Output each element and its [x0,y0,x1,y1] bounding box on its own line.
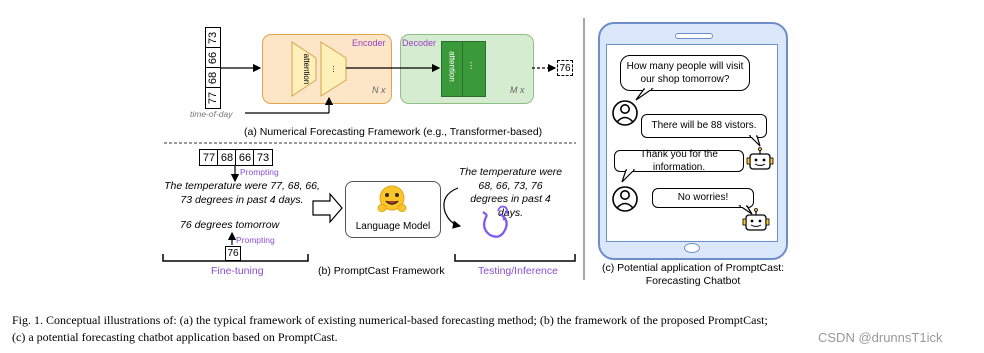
prompt-input-cell-1: 77 [199,149,219,166]
watermark: CSDN @drunnsT1ick [818,330,943,345]
figure-caption-line2: (c) a potential forecasting chatbot appl… [12,330,338,344]
encoder-label: Encoder [352,38,386,48]
decoder-dots-block [462,41,486,97]
bubble-tail-1 [635,88,654,101]
curved-arrow [443,187,462,229]
bubble-tail-3 [621,169,636,183]
chat-message-2: There will be 88 vistors. [641,114,767,138]
decoder-label: Decoder [402,38,437,48]
phone-speaker [675,33,713,39]
bubble-tail-2 [748,135,761,147]
hugging-face-logo [376,184,408,216]
encoder-attention-text: attention [302,54,311,85]
chat-message-1: How many people will visit our shop tomo… [620,55,750,91]
input-seq-cell-4: 77 [205,87,221,109]
input-prompt-text: The temperature were 77, 68, 66, 73 degr… [164,180,320,206]
panel-b-caption: (b) PromptCast Framework [318,265,445,277]
chat-message-3: Thank you for the information. [614,149,744,173]
right-prompt-text: The temperature were 68, 66, 73, 76 degr… [458,166,563,219]
fine-tuning-bracket [162,254,309,262]
output-value-cell: 76 [557,60,573,76]
prompting-label-bottom: Prompting [236,235,275,245]
output-prompt-text: 76 degrees tomorrow [180,219,280,231]
decoder-mx: M x [510,85,525,95]
encoder-attention-trapezoid [291,41,317,97]
language-model-label: Language Model [355,221,431,232]
encoder-dots-trapezoid [320,41,347,97]
fine-tuning-label: Fine-tuning [211,265,264,277]
chat-question-icon [482,205,508,238]
phone-home-button [684,243,700,253]
chat-message-4: No worries! [652,188,754,208]
figure-caption-line1: Fig. 1. Conceptual illustrations of: (a)… [12,313,768,327]
robot-icon-1 [746,147,774,170]
hollow-arrow-icon [312,192,343,224]
robot-icon-2 [742,208,770,231]
prompting-label-top: Prompting [240,167,279,177]
encoder-nx: N x [372,85,386,95]
user-avatar-icon-1 [612,100,638,126]
bubble-tail-4 [738,205,753,215]
user-avatar-icon-2 [612,186,638,212]
prompt-input-cell-3: 66 [235,149,255,166]
encoder-dots-text: ... [331,65,341,73]
time-of-day-label: time-of-day [190,109,233,119]
testing-label: Testing/Inference [478,265,558,277]
prompt-input-cell-4: 73 [253,149,273,166]
testing-bracket [454,254,576,262]
panel-a-caption: (a) Numerical Forecasting Framework (e.g… [244,126,543,138]
prompt-input-cell-2: 68 [217,149,237,166]
panel-c-caption-line1: (c) Potential application of PromptCast: [601,262,785,274]
panel-c-caption-line2: Forecasting Chatbot [645,275,741,287]
